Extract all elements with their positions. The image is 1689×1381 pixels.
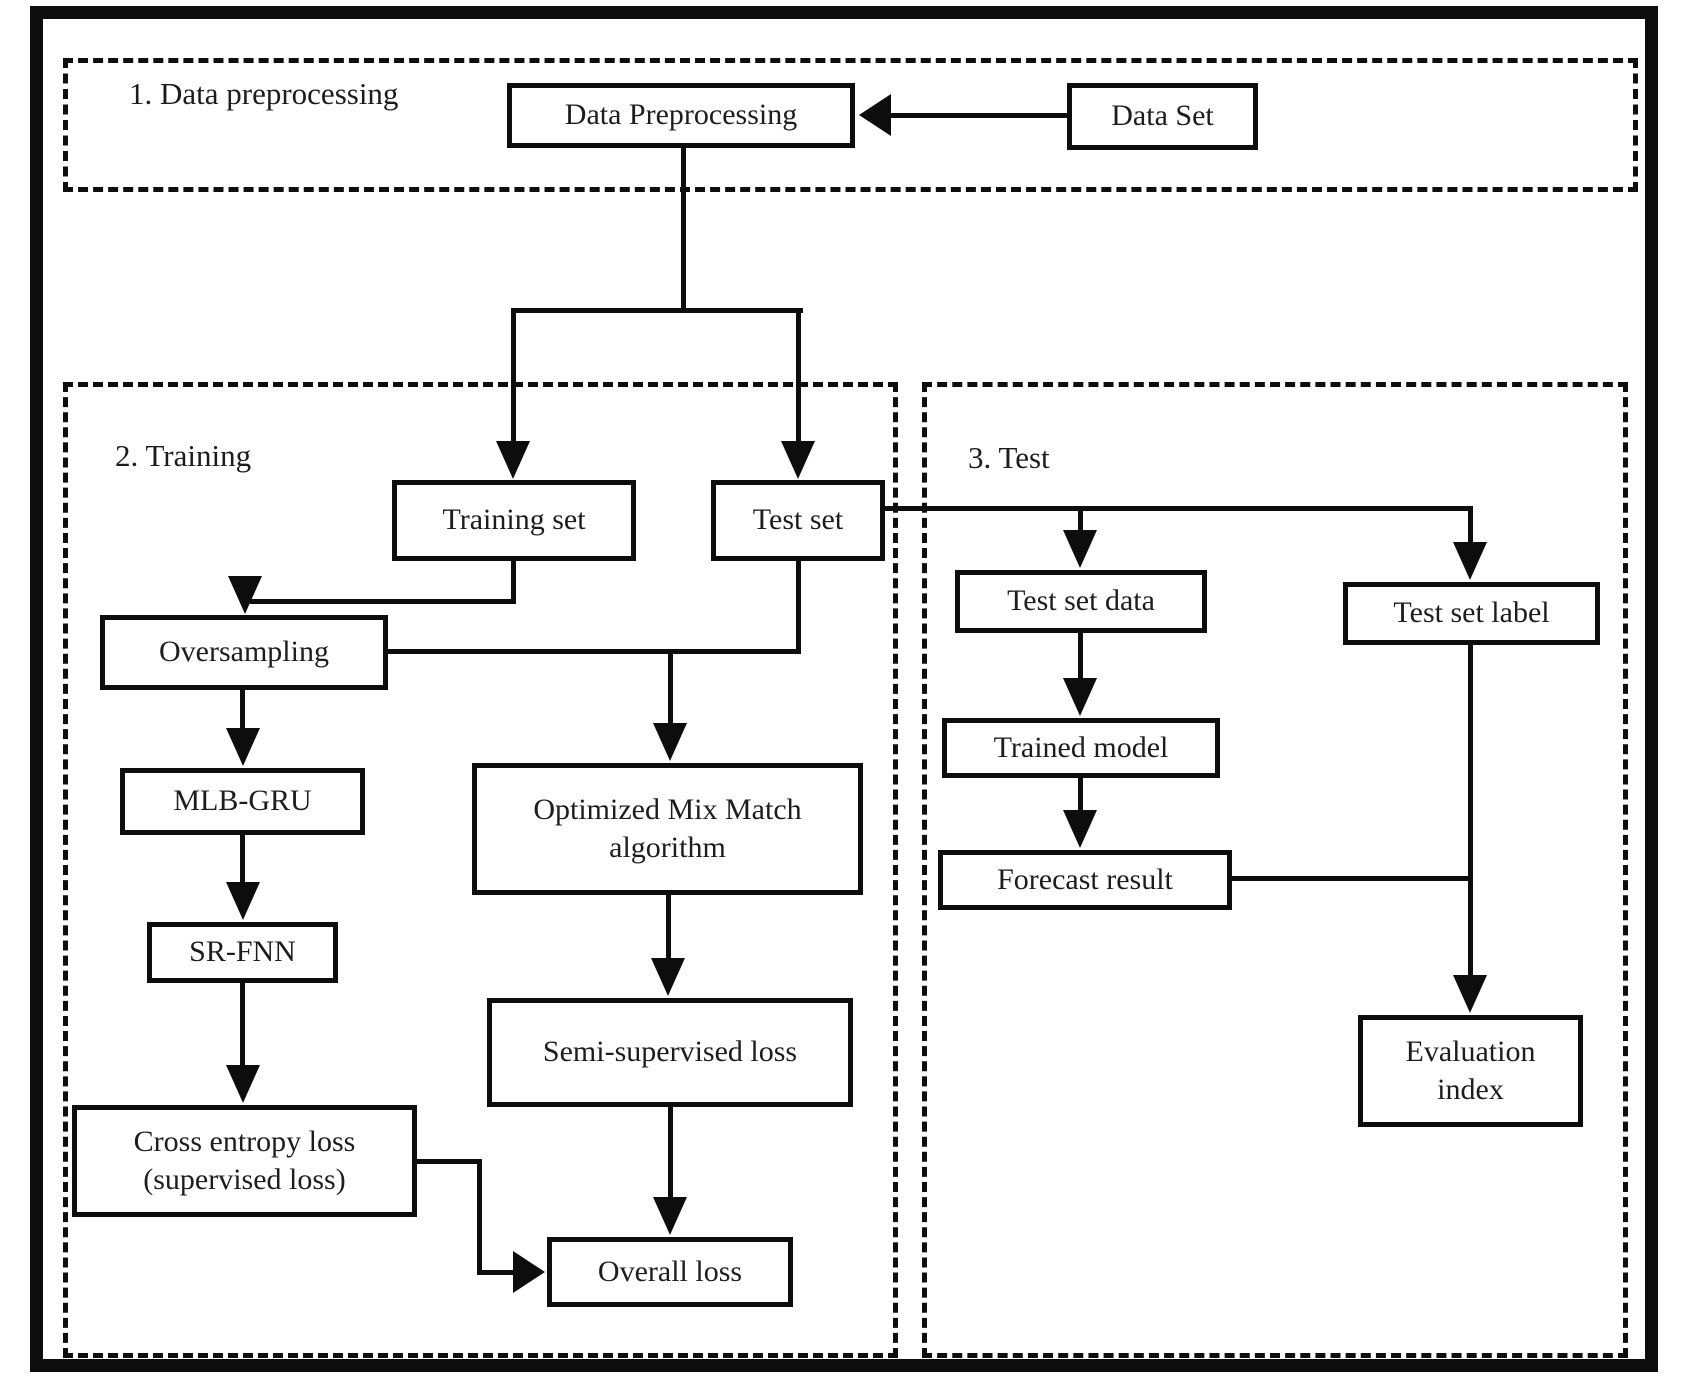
edge-trainingset-to-oversampling (250, 599, 516, 604)
arrow-into-mlb-gru (226, 728, 260, 766)
node-mix-match: Optimized Mix Match algorithm (472, 763, 863, 895)
arrow-into-forecast-result (1063, 810, 1097, 848)
edge-branch-testsetdata-down (1078, 506, 1083, 532)
edge-crossentropy-right (417, 1159, 482, 1164)
node-test-set: Test set (711, 480, 885, 561)
edge-mlbgru-to-srfnn (240, 835, 245, 884)
node-training-set: Training set (392, 480, 636, 561)
edge-oversampling-testset-h (388, 649, 801, 654)
edge-testsetlabel-down (1468, 645, 1473, 977)
edge-testset-stub (796, 561, 801, 654)
edge-srfnn-to-crossentropy (240, 983, 245, 1067)
edge-crossentropy-down (477, 1159, 482, 1275)
arrow-into-evaluation-index (1453, 975, 1487, 1013)
node-overall-loss: Overall loss (547, 1237, 793, 1307)
node-forecast-result: Forecast result (938, 850, 1232, 910)
outer-border (30, 6, 1658, 1372)
arrow-into-training-set (496, 441, 530, 479)
node-sr-fnn: SR-FNN (147, 922, 338, 983)
arrow-into-mix-match (653, 723, 687, 761)
node-data-preprocessing: Data Preprocessing (507, 83, 855, 148)
arrow-into-oversampling (228, 576, 262, 614)
edge-corner-testsetlabel-down (1468, 506, 1473, 544)
node-oversampling: Oversampling (100, 615, 388, 690)
edge-forecast-right (1232, 876, 1473, 881)
node-mlb-gru: MLB-GRU (120, 768, 365, 835)
edge-semisupervised-to-overallloss (668, 1107, 673, 1198)
edge-trainingset-stub (511, 561, 516, 602)
node-evaluation-index: Evaluation index (1358, 1015, 1583, 1127)
edge-testsetdata-to-trainedmodel (1078, 633, 1083, 680)
arrow-into-test-set-label (1453, 542, 1487, 580)
arrow-into-trained-model (1063, 678, 1097, 716)
arrow-into-data-preprocessing (859, 94, 891, 136)
node-semi-supervised-loss: Semi-supervised loss (487, 998, 853, 1107)
node-cross-entropy-loss: Cross entropy loss (supervised loss) (72, 1105, 417, 1217)
edge-split-right-down (796, 310, 801, 441)
edge-crossentropy-to-overall (477, 1270, 515, 1275)
edge-trainedmodel-to-forecast (1078, 778, 1083, 812)
node-test-set-label: Test set label (1343, 582, 1600, 645)
edge-oversampling-to-mlbgru (240, 690, 245, 732)
arrow-into-cross-entropy (226, 1065, 260, 1103)
section-training-section (63, 382, 898, 1358)
edge-split-bar (511, 308, 803, 313)
node-data-set: Data Set (1067, 83, 1258, 150)
arrow-into-sr-fnn (226, 882, 260, 920)
arrow-into-test-set (781, 441, 815, 479)
section-test-section (922, 382, 1628, 1358)
node-trained-model: Trained model (942, 718, 1220, 778)
section-label-data-preprocessing-section: 1. Data preprocessing (129, 76, 399, 111)
edge-mixmatch-to-semisupervised (666, 895, 671, 959)
section-label-test-section: 3. Test (968, 440, 1050, 475)
arrow-into-overall-loss-top (653, 1197, 687, 1235)
edge-preprocessing-down (681, 146, 686, 313)
arrow-into-test-set-data (1063, 530, 1097, 568)
section-label-training-section: 2. Training (115, 438, 252, 473)
edge-split-left-down (511, 310, 516, 441)
edge-branch-to-mixmatch (668, 649, 673, 725)
arrow-into-overall-loss-left (513, 1251, 545, 1293)
section-data-preprocessing-section (63, 58, 1638, 192)
node-test-set-data: Test set data (955, 570, 1207, 633)
edge-testset-right (885, 506, 1473, 511)
arrow-into-semi-supervised (651, 958, 685, 996)
edge-dataset-to-preprocessing (882, 113, 1067, 118)
